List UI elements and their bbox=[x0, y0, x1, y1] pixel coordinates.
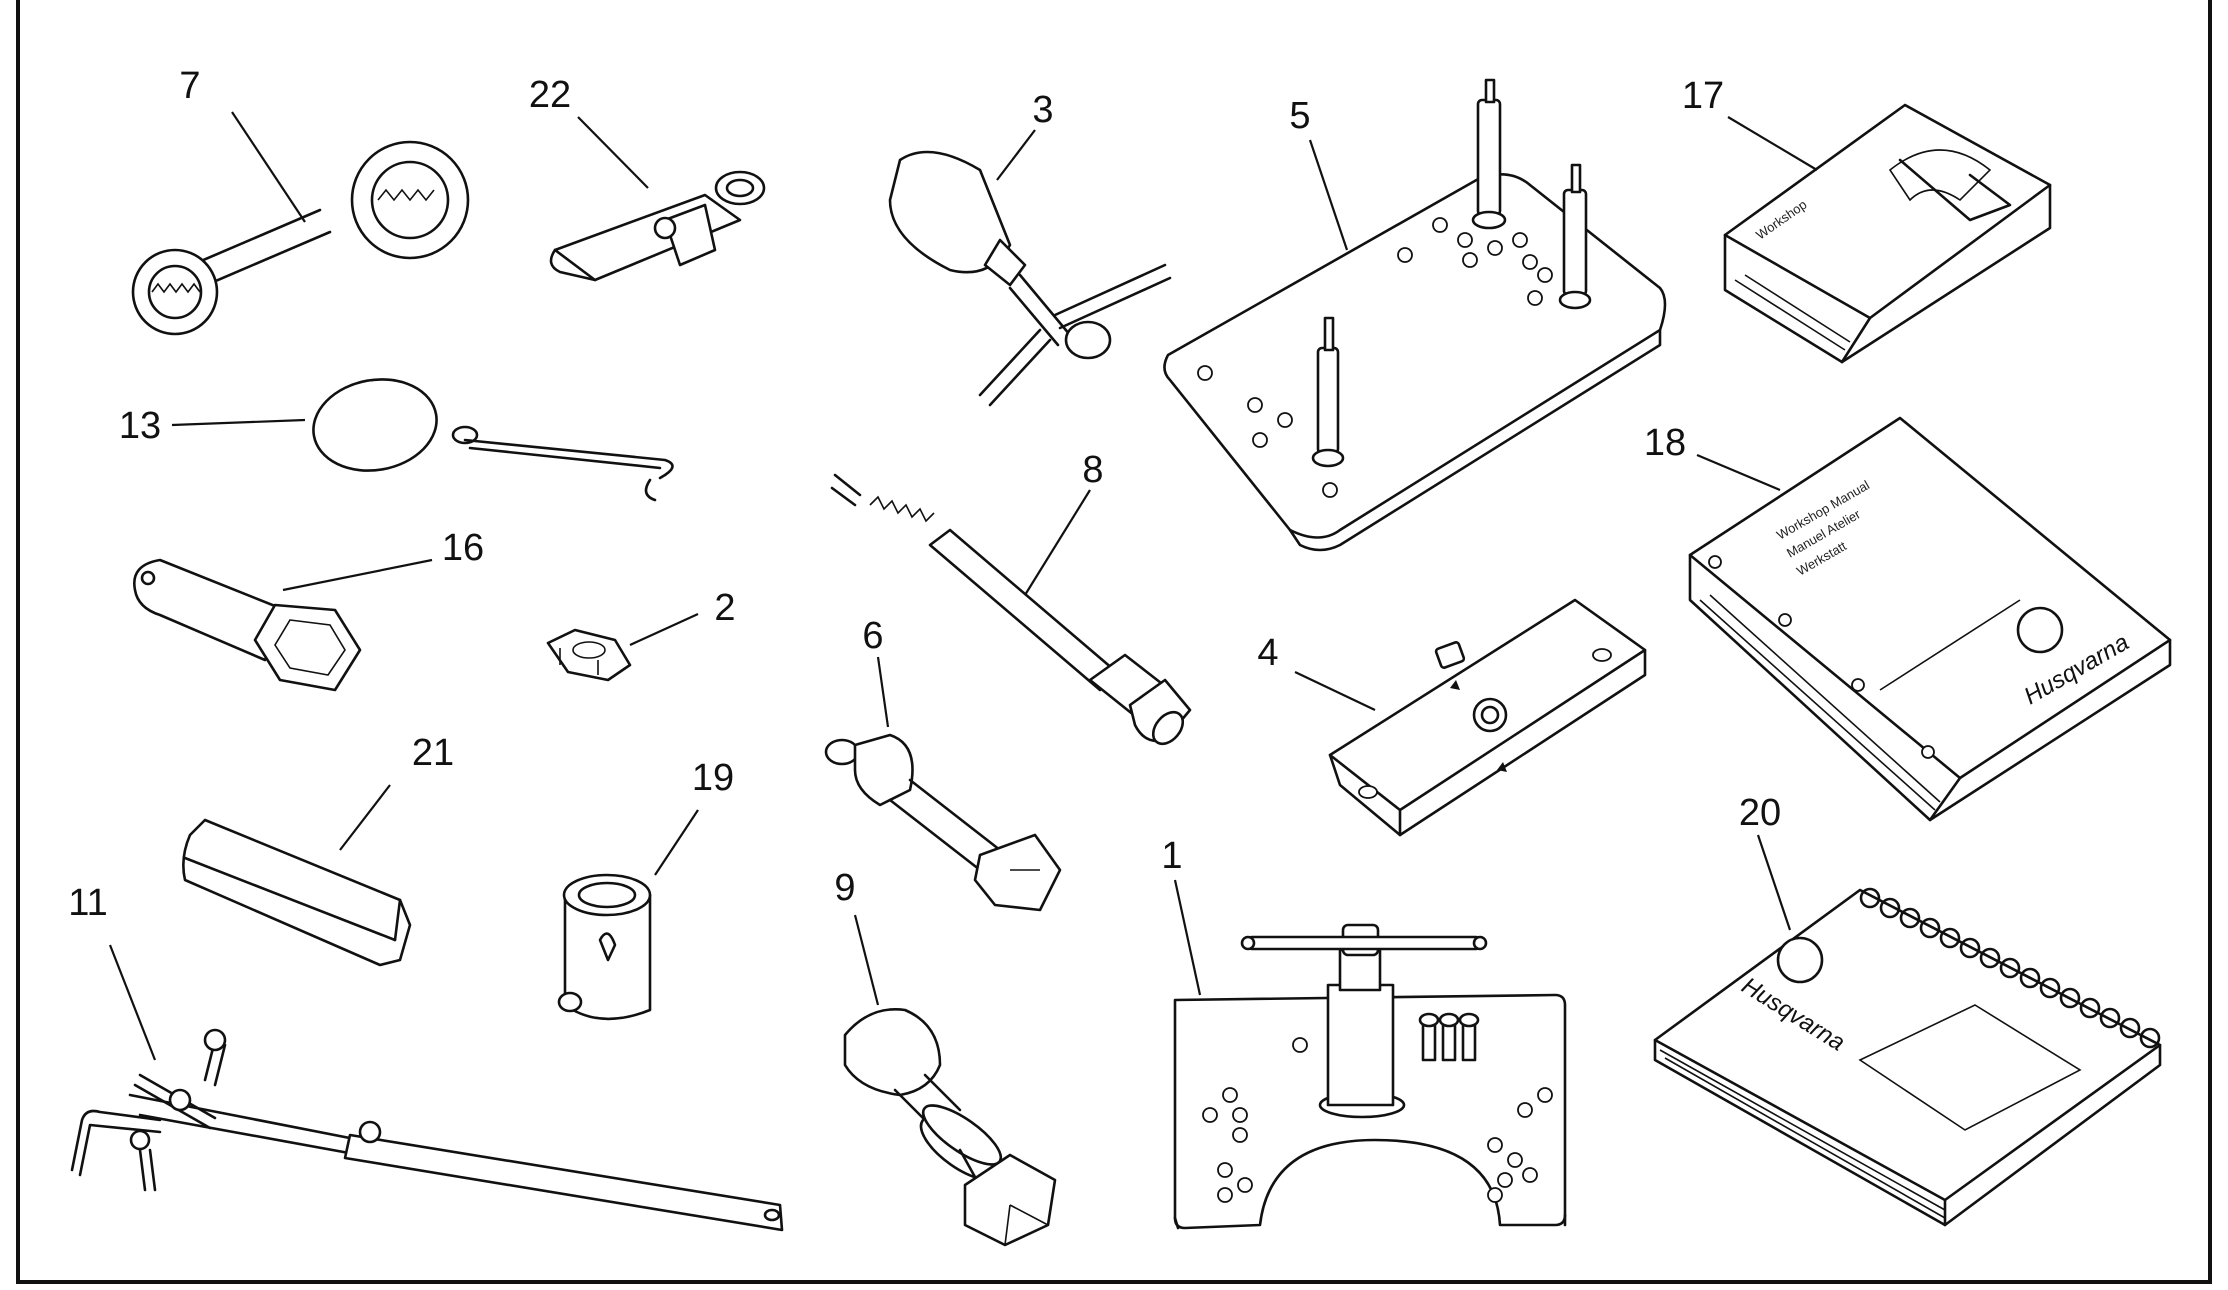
label-part-22: 22 bbox=[529, 74, 571, 116]
leader-9 bbox=[853, 914, 880, 1006]
part-17-booklet: Workshop bbox=[1723, 103, 2052, 364]
label-part-4: 4 bbox=[1257, 632, 1278, 674]
plate-5-holes bbox=[1197, 217, 1553, 498]
part-19-cylinder bbox=[557, 873, 652, 1021]
part-18-manual: Workshop Manual Manuel Atelier Werkstatt… bbox=[1688, 416, 2172, 822]
leader-16 bbox=[282, 558, 433, 592]
label-part-5: 5 bbox=[1289, 95, 1310, 137]
plate-1-holes bbox=[1202, 1037, 1553, 1203]
leader-6 bbox=[876, 656, 890, 728]
part-1-press-base bbox=[1173, 923, 1567, 1230]
leader-13 bbox=[171, 418, 306, 427]
leader-7 bbox=[231, 111, 306, 223]
leader-4 bbox=[1294, 671, 1376, 711]
leader-21 bbox=[339, 784, 391, 851]
part-21-hex-bar bbox=[182, 818, 412, 967]
leader-22 bbox=[577, 116, 649, 189]
leader-8 bbox=[1024, 489, 1091, 596]
leader-1 bbox=[1173, 879, 1202, 996]
part-16-box-spanner bbox=[133, 558, 362, 692]
leader-2 bbox=[629, 612, 699, 647]
label-part-3: 3 bbox=[1032, 89, 1053, 131]
leader-3 bbox=[996, 129, 1036, 181]
part-4-rail-tool bbox=[1328, 598, 1647, 837]
part-22-strap bbox=[549, 170, 766, 282]
part-8-threaded-rod bbox=[830, 473, 1192, 746]
leader-19 bbox=[654, 809, 699, 876]
part-number-labels: 7 22 3 5 17 13 8 18 16 2 4 6 21 19 20 1 … bbox=[68, 65, 1781, 924]
part-11-holding-wrench bbox=[70, 1028, 784, 1232]
label-part-2: 2 bbox=[714, 587, 735, 629]
label-part-18: 18 bbox=[1644, 422, 1686, 464]
leader-11 bbox=[108, 944, 157, 1061]
label-part-19: 19 bbox=[692, 757, 734, 799]
leader-5 bbox=[1308, 139, 1349, 251]
label-part-1: 1 bbox=[1161, 835, 1182, 877]
label-part-11: 11 bbox=[68, 882, 107, 924]
part-6-bolt-puller bbox=[824, 733, 1062, 912]
part-5-plate-with-pins bbox=[1163, 78, 1667, 552]
diagram-frame bbox=[16, 0, 2212, 1284]
label-part-8: 8 bbox=[1082, 449, 1103, 491]
label-part-6: 6 bbox=[862, 615, 883, 657]
label-part-13: 13 bbox=[119, 405, 161, 447]
label-part-9: 9 bbox=[834, 867, 855, 909]
label-part-20: 20 bbox=[1739, 792, 1781, 834]
part-7-ring-spanner bbox=[131, 140, 470, 336]
label-part-16: 16 bbox=[442, 527, 484, 569]
part-9-bolt-tool bbox=[843, 1008, 1057, 1247]
part-3-puller bbox=[888, 150, 1172, 407]
leader-18 bbox=[1696, 453, 1781, 492]
leader-20 bbox=[1756, 834, 1792, 931]
label-part-7: 7 bbox=[179, 65, 200, 107]
part-2-nut bbox=[546, 628, 632, 682]
label-part-17: 17 bbox=[1682, 75, 1724, 117]
notebook-spiral bbox=[1859, 887, 2161, 1049]
leader-17 bbox=[1727, 116, 1818, 171]
part-20-notebook: Husqvarna bbox=[1653, 887, 2162, 1227]
label-part-21: 21 bbox=[412, 732, 454, 774]
part-13-wire-hook bbox=[312, 378, 674, 502]
